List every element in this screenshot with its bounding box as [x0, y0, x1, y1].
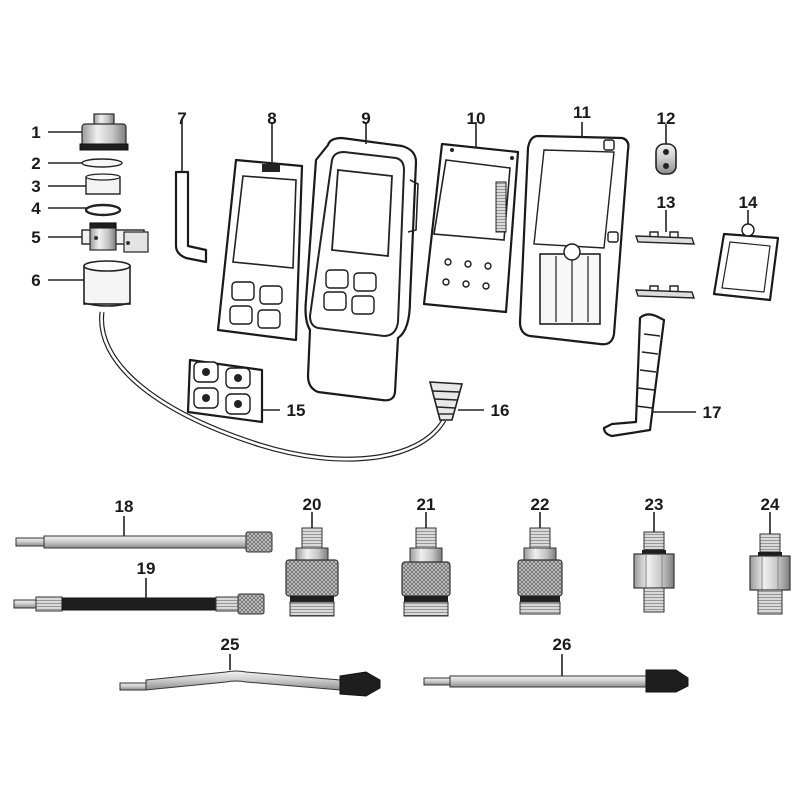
part-8-front-overlay: [216, 122, 304, 342]
callout-24: 24: [761, 495, 780, 514]
callout-10: 10: [467, 109, 486, 128]
part-5-clamp: [81, 222, 149, 253]
callout-4: 4: [31, 199, 41, 218]
part-4-o-ring: [84, 203, 122, 217]
part-19-flexible-probe: [13, 578, 265, 615]
callout-18: 18: [115, 497, 134, 516]
callout-labels: 1 2 3 4 5 6 7 8 9 10 11 12 13 14 15 16 1…: [31, 103, 780, 654]
part-22-knurled-adapter: [517, 512, 563, 615]
callout-1: 1: [31, 123, 40, 142]
callout-17: 17: [703, 403, 722, 422]
part-26-straight-probe: [423, 654, 689, 693]
part-14-battery-cover: [712, 210, 780, 302]
callout-14: 14: [739, 193, 758, 212]
callout-16: 16: [491, 401, 510, 420]
callout-7: 7: [177, 109, 186, 128]
part-2-washer: [81, 158, 123, 168]
part-10-circuit-board: [422, 122, 520, 314]
part-23-hex-adapter: [633, 512, 675, 613]
callout-5: 5: [31, 228, 40, 247]
part-13-contact-strips: [635, 210, 695, 299]
part-15-keypad: [186, 358, 280, 424]
callout-22: 22: [531, 495, 550, 514]
callout-21: 21: [417, 495, 436, 514]
callout-19: 19: [137, 559, 156, 578]
part-6-housing-cup: [83, 260, 131, 307]
part-3-sleeve: [85, 173, 121, 195]
part-25-bent-probe: [119, 654, 381, 697]
callout-6: 6: [31, 271, 40, 290]
callout-11: 11: [573, 103, 591, 122]
callout-9: 9: [361, 109, 370, 128]
callout-3: 3: [31, 177, 40, 196]
callout-2: 2: [31, 154, 40, 173]
part-7-l-bracket: [174, 120, 208, 264]
callout-23: 23: [645, 495, 664, 514]
part-11-rear-housing: [518, 122, 630, 346]
part-16-probe-filter: [428, 381, 484, 421]
callout-12: 12: [657, 109, 676, 128]
leader-lines-left: [48, 131, 86, 281]
callout-13: 13: [657, 193, 676, 212]
callout-20: 20: [303, 495, 322, 514]
part-9-main-body: [304, 122, 419, 402]
part-24-hex-adapter: [749, 512, 791, 615]
part-1-cap-fitting: [79, 113, 129, 151]
callout-26: 26: [553, 635, 572, 654]
part-18-rigid-probe: [15, 516, 273, 553]
part-21-knurled-adapter: [401, 512, 451, 617]
callout-8: 8: [267, 109, 276, 128]
callout-15: 15: [287, 401, 306, 420]
part-20-knurled-adapter: [285, 512, 339, 617]
part-17-grip-strip: [602, 313, 696, 438]
part-12-clip: [655, 124, 677, 175]
callout-25: 25: [221, 635, 240, 654]
